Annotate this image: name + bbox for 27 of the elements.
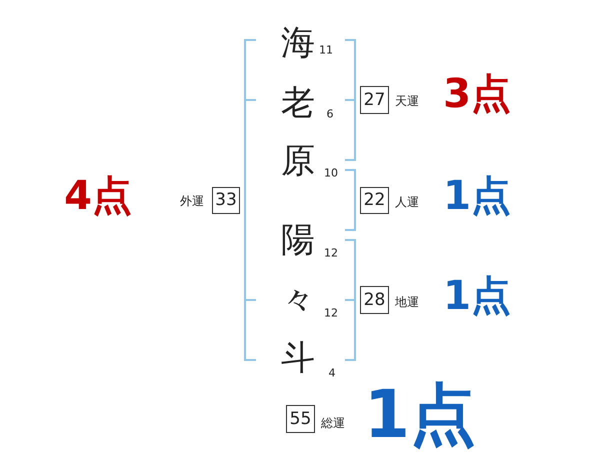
fortune-label: 天運	[395, 95, 419, 107]
score-text: 1点	[443, 176, 511, 216]
fortune-label: 人運	[395, 196, 419, 208]
fortune-label: 外運	[180, 195, 204, 207]
fortune-label: 地運	[395, 296, 419, 308]
number-box: 28	[360, 286, 389, 314]
stroke-count: 6	[326, 108, 334, 120]
score-text: 1点	[443, 276, 511, 316]
score-text: 3点	[443, 74, 511, 114]
name-character: 陽	[281, 223, 315, 257]
score-text: 1点	[364, 382, 476, 448]
number-box: 55	[286, 405, 315, 433]
number-box: 22	[360, 187, 389, 214]
stroke-count: 12	[324, 308, 338, 318]
fortune-label: 総運	[321, 417, 345, 429]
name-character: 海	[281, 26, 315, 60]
stroke-count: 11	[319, 44, 333, 56]
name-character: 原	[281, 144, 315, 178]
name-character: 老	[281, 86, 315, 120]
score-text: 4点	[64, 176, 132, 216]
number-box: 27	[360, 86, 389, 114]
stroke-count: 4	[328, 368, 336, 378]
stroke-count: 12	[324, 248, 338, 258]
stroke-count: 10	[324, 168, 338, 178]
number-box: 33	[212, 187, 240, 214]
name-character: 斗	[281, 341, 315, 375]
name-character: 々	[281, 283, 315, 317]
